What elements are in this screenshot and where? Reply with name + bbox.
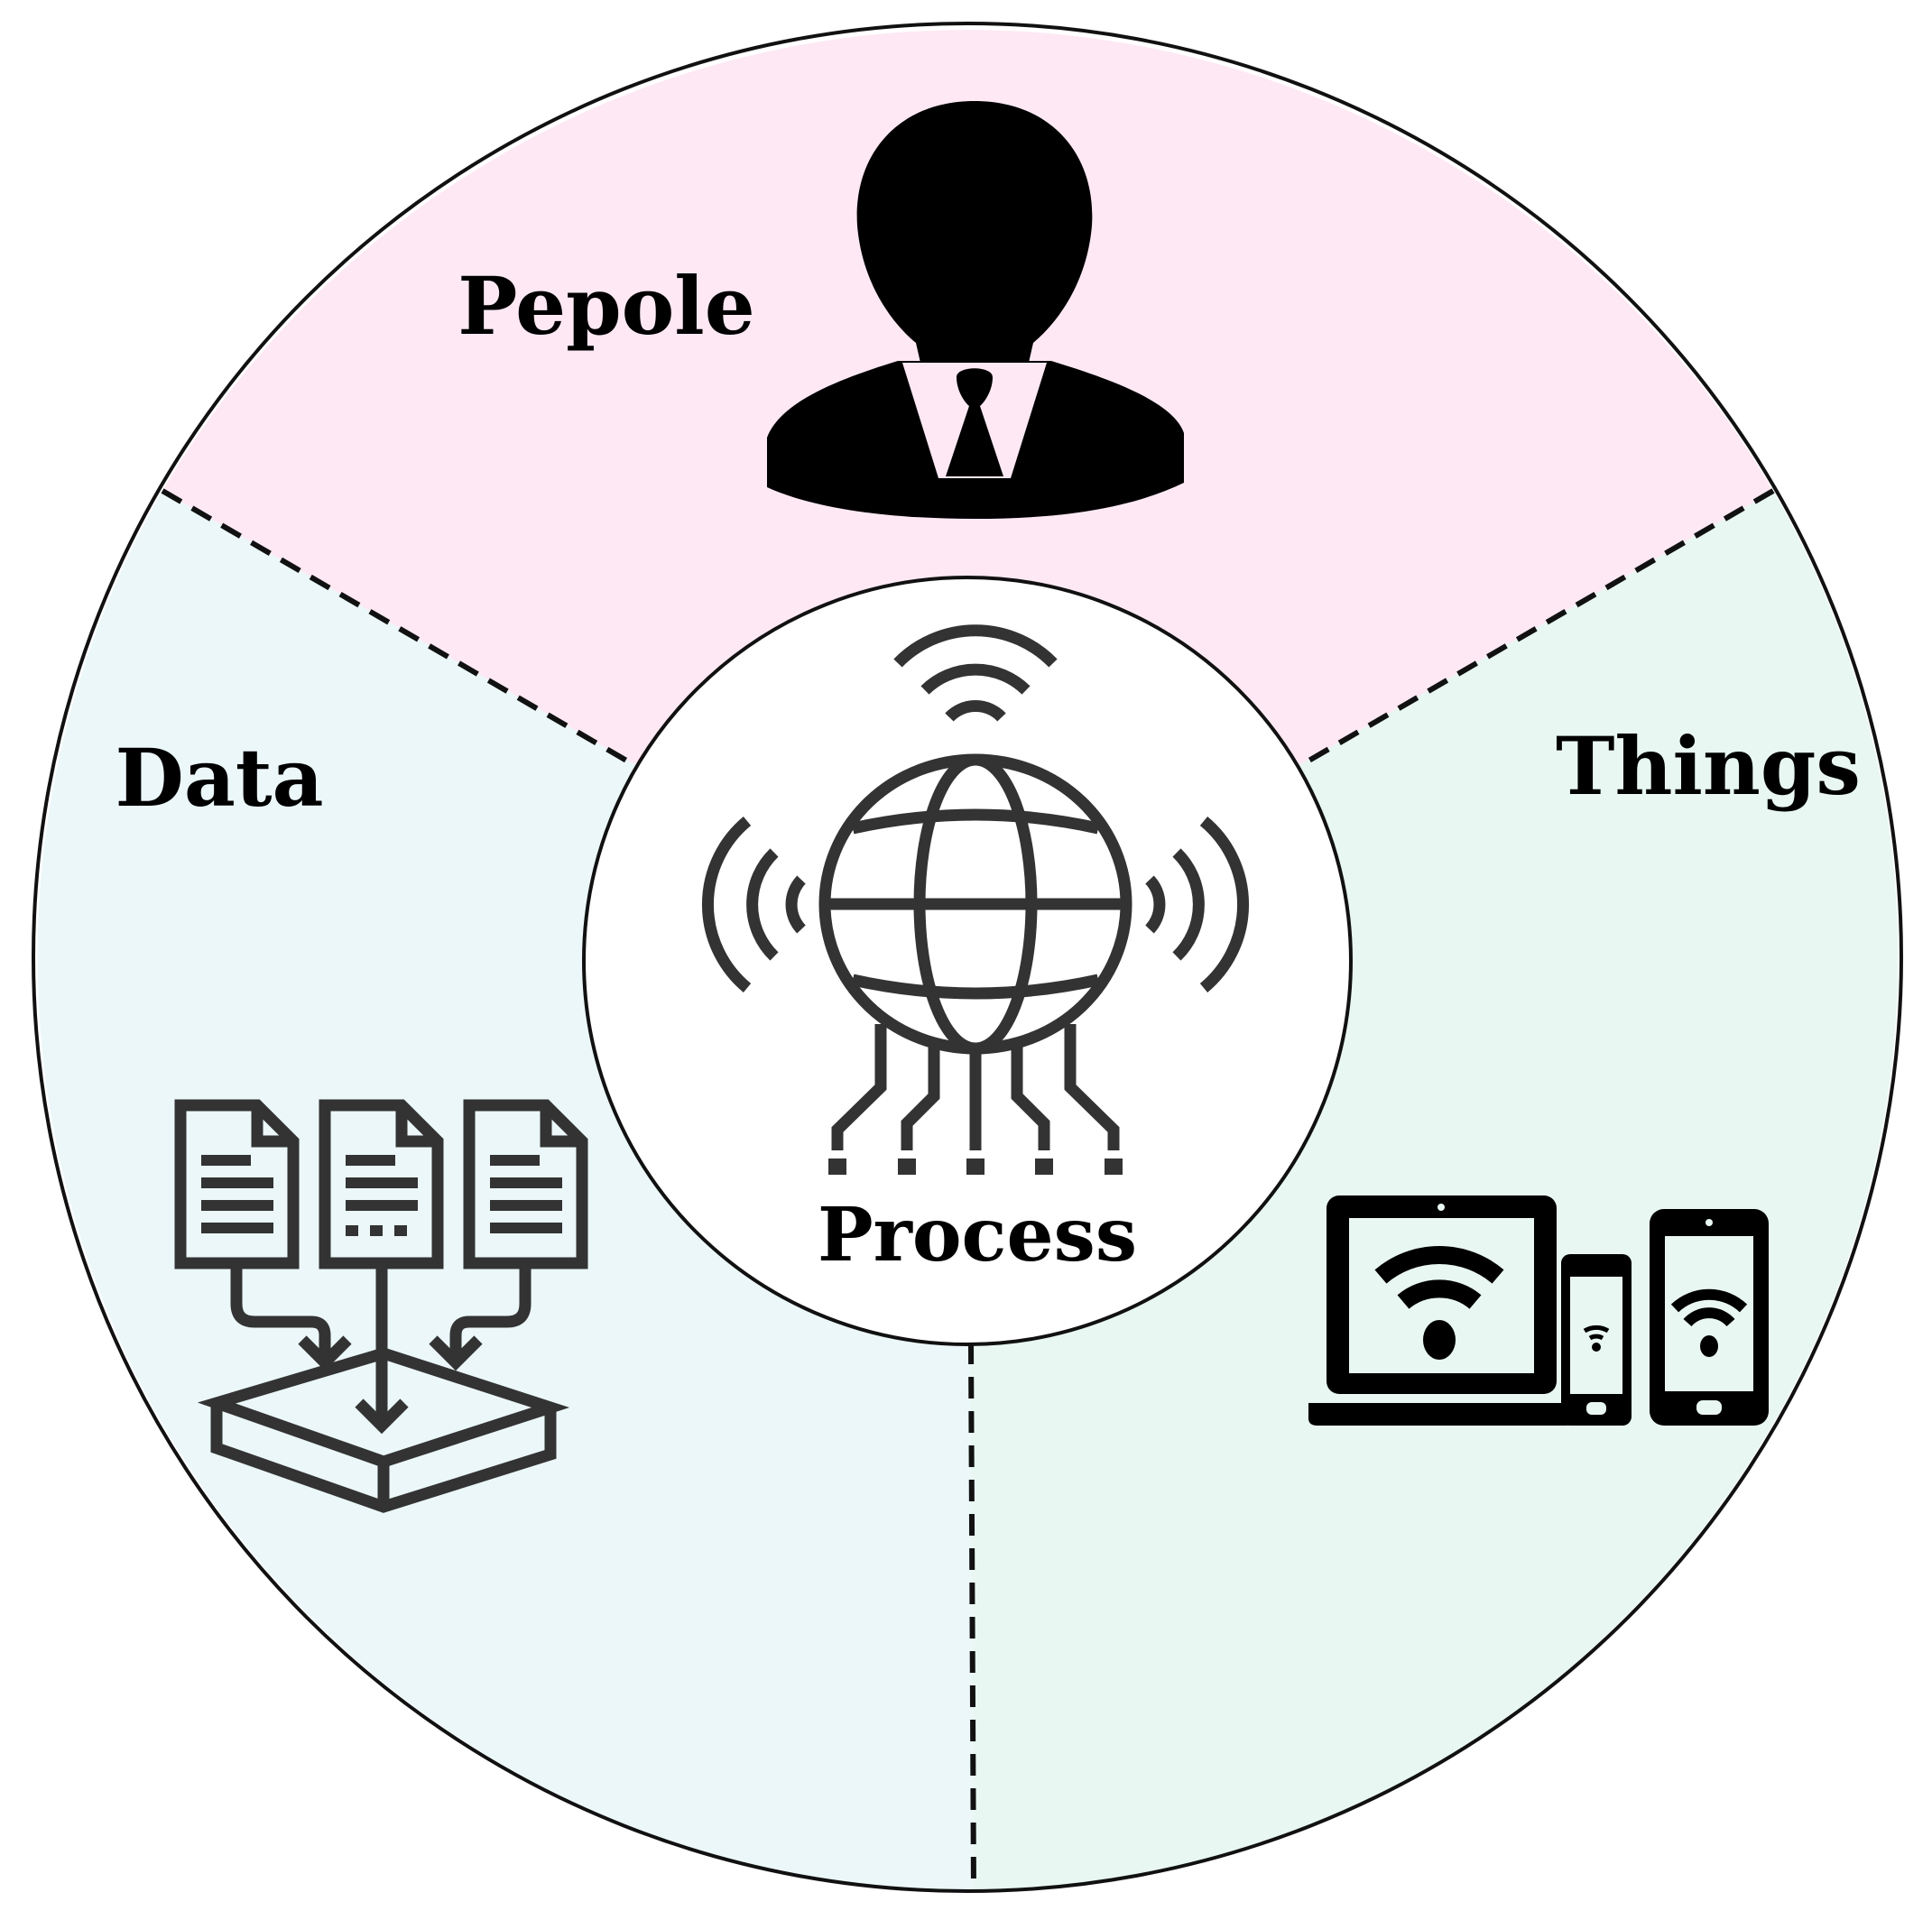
divider-data-things <box>968 1342 976 1892</box>
wireless-devices-icon <box>1308 1195 1769 1426</box>
global-network-icon <box>701 624 1250 1150</box>
circuit-terminals <box>828 1158 1123 1175</box>
center-circle <box>582 576 1353 1346</box>
outer-circle <box>32 22 1903 1893</box>
people-label: Pepole <box>458 259 754 353</box>
businessman-icon <box>767 101 1184 519</box>
process-label: Process <box>818 1192 1137 1278</box>
things-label: Things <box>1556 719 1861 813</box>
data-label: Data <box>116 731 324 825</box>
divider-people-data <box>161 488 647 774</box>
documents-to-database-icon <box>174 1099 588 1513</box>
divider-people-things <box>1304 488 1775 765</box>
